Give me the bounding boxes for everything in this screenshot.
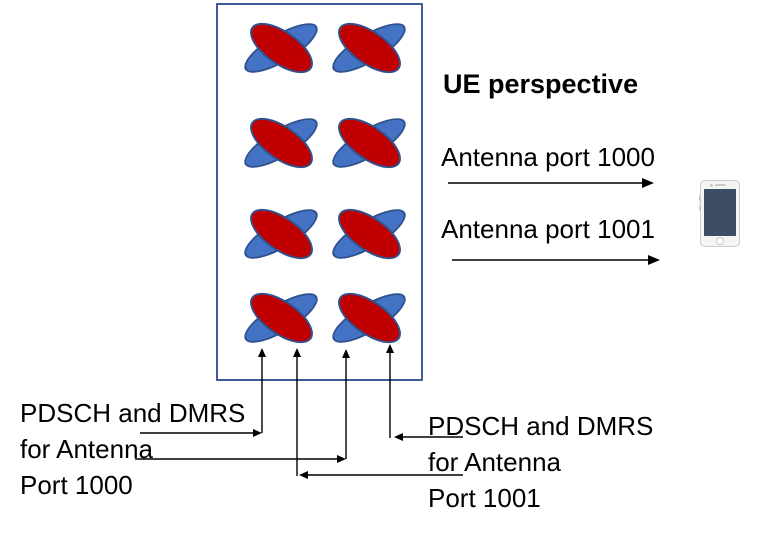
phone-home-button [716, 236, 724, 245]
note-line: for Antenna [428, 447, 561, 477]
note-line: PDSCH and DMRS [428, 411, 654, 441]
phone-side-button [699, 195, 701, 201]
antenna-element [321, 196, 417, 272]
note-line: Port 1000 [20, 470, 133, 500]
antenna-element [321, 280, 417, 356]
antenna-element [233, 280, 329, 356]
ue-perspective-title: UE perspective [443, 69, 639, 99]
antenna-port-1000-label: Antenna port 1000 [441, 142, 655, 172]
phone-side-button [699, 205, 701, 211]
antenna-port-1001-label: Antenna port 1001 [441, 214, 655, 244]
pdsch-dmrs-port-1001-note: PDSCH and DMRS for Antenna Port 1001 [428, 408, 653, 516]
antenna-element [321, 105, 417, 181]
note-line: PDSCH and DMRS [20, 398, 246, 428]
smartphone-icon [699, 180, 740, 247]
pdsch-dmrs-port-1000-note: PDSCH and DMRS for Antenna Port 1000 [20, 395, 245, 503]
note-line: for Antenna [20, 434, 153, 464]
antenna-element [233, 10, 329, 86]
antenna-element [233, 105, 329, 181]
phone-speaker-bar [715, 184, 726, 186]
phone-camera-dot [710, 184, 713, 187]
phone-screen [704, 189, 736, 236]
antenna-element [233, 196, 329, 272]
antenna-element [321, 10, 417, 86]
note-line: Port 1001 [428, 483, 541, 513]
